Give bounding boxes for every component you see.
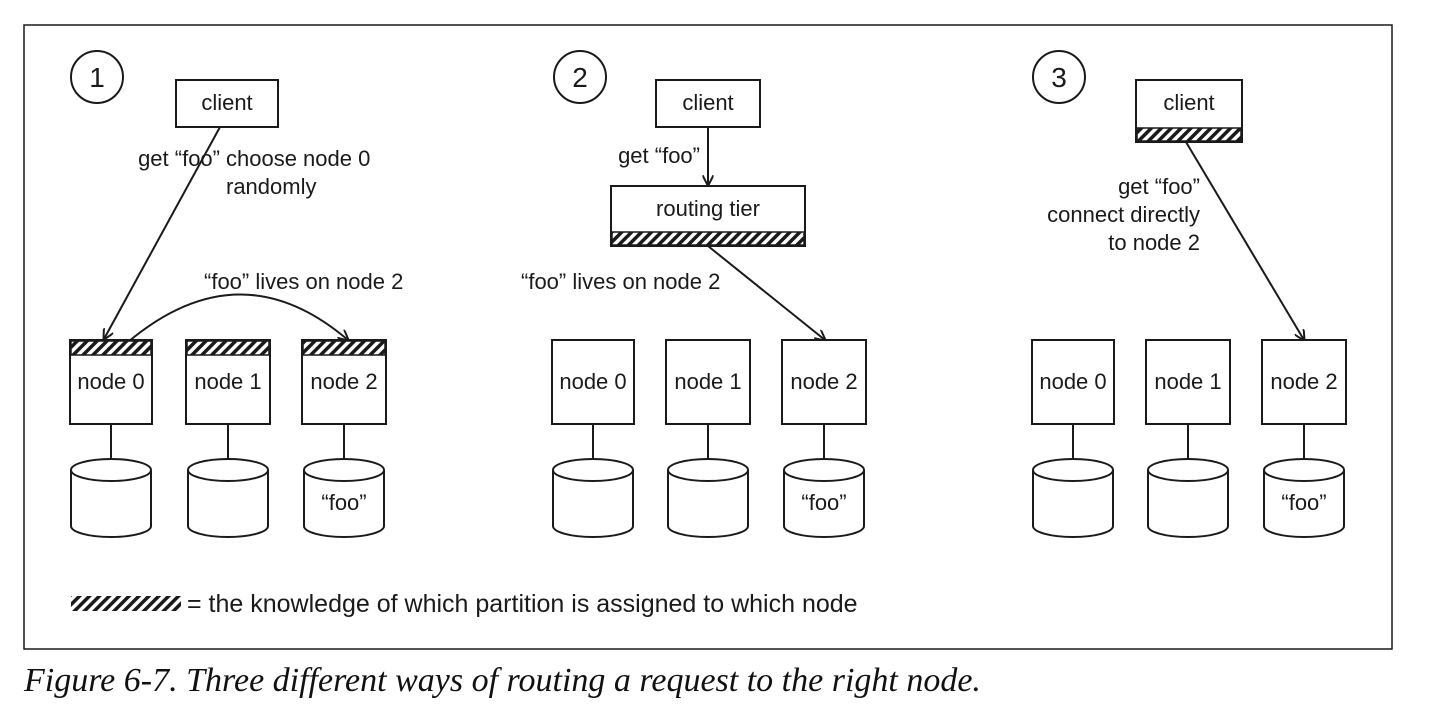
figure-caption: Figure 6-7. Three different ways of rout… xyxy=(24,662,981,699)
panel-1-forward-arrow xyxy=(127,293,348,343)
panel-1-forward-label: “foo” lives on node 2 xyxy=(204,269,403,294)
panel-1-node-0-label: node 0 xyxy=(77,369,144,394)
panel-1-node-0-hatch xyxy=(70,340,152,356)
panel-3-node-0-label: node 0 xyxy=(1039,369,1106,394)
panel-1-number: 1 xyxy=(89,62,105,93)
panel-2-storage-2-foo: “foo” xyxy=(801,490,846,515)
panel-2-node-1-label: node 1 xyxy=(674,369,741,394)
panel-3: 3 client get “foo” connect directly to n… xyxy=(1031,50,1347,538)
panel-2-number: 2 xyxy=(572,62,588,93)
panel-2-storage-1 xyxy=(667,458,749,538)
panel-1-storage-1 xyxy=(187,458,269,538)
panel-3-storage-0 xyxy=(1032,458,1114,538)
panel-1-node-1-label: node 1 xyxy=(194,369,261,394)
panel-2-storage-2 xyxy=(783,458,865,538)
panel-1-arrow-label: get “foo” xyxy=(138,146,220,171)
panel-2-arrow-label: get “foo” xyxy=(618,143,700,168)
panel-1-number-circle xyxy=(70,50,124,104)
panel-1-request-arrow xyxy=(104,126,221,339)
panel-3-node-2 xyxy=(1261,339,1347,425)
legend-hatch-swatch xyxy=(71,596,181,611)
panel-2-number-circle xyxy=(553,50,607,104)
panel-3-line1: get “foo” xyxy=(1118,174,1200,199)
panel-1-node-2-hatch xyxy=(302,340,386,356)
panel-1-storage-2 xyxy=(303,458,385,538)
panel-2-node-1 xyxy=(665,339,751,425)
panel-3-storage-2-foo: “foo” xyxy=(1281,490,1326,515)
panel-1-node-1-hatch xyxy=(186,340,270,356)
legend: = the knowledge of which partition is as… xyxy=(71,590,858,618)
panel-1: 1 client get “foo” choose node 0 randoml… xyxy=(69,50,403,538)
panel-2: 2 client get “foo” routing tier “foo” li… xyxy=(521,50,867,538)
panel-1-client-box xyxy=(175,79,279,128)
panel-2-routing-tier-hatch xyxy=(611,231,805,246)
panel-3-storage-2 xyxy=(1263,458,1345,538)
panel-2-node-0-label: node 0 xyxy=(559,369,626,394)
panel-2-forward-label: “foo” lives on node 2 xyxy=(521,269,720,294)
panel-3-number-circle xyxy=(1032,50,1086,104)
panel-3-node-1-label: node 1 xyxy=(1154,369,1221,394)
panel-2-node-2 xyxy=(781,339,867,425)
legend-text: = the knowledge of which partition is as… xyxy=(187,590,858,618)
panel-3-number: 3 xyxy=(1051,62,1067,93)
panel-2-routing-label: routing tier xyxy=(656,196,760,221)
panel-3-node-1 xyxy=(1145,339,1231,425)
panel-1-note-line2: randomly xyxy=(226,174,316,199)
panel-2-node-2-label: node 2 xyxy=(790,369,857,394)
panel-1-client-label: client xyxy=(201,90,252,115)
panel-1-node-2-label: node 2 xyxy=(310,369,377,394)
panel-2-client-box xyxy=(655,79,761,128)
panel-1-storage-2-foo: “foo” xyxy=(321,490,366,515)
panel-2-client-label: client xyxy=(682,90,733,115)
panel-2-forward-arrow xyxy=(707,245,825,340)
panel-1-storage-0 xyxy=(70,458,152,538)
panel-3-node-2-label: node 2 xyxy=(1270,369,1337,394)
panel-3-line3: to node 2 xyxy=(1108,230,1200,255)
panel-2-storage-0 xyxy=(552,458,634,538)
panel-3-storage-1 xyxy=(1147,458,1229,538)
panel-1-note-line1: choose node 0 xyxy=(226,146,370,171)
panel-3-client-label: client xyxy=(1163,90,1214,115)
panel-3-node-0 xyxy=(1031,339,1115,425)
panel-3-request-arrow xyxy=(1185,141,1304,340)
panel-2-node-0 xyxy=(551,339,635,425)
panel-3-client-hatch xyxy=(1136,127,1242,142)
panel-3-line2: connect directly xyxy=(1047,202,1200,227)
